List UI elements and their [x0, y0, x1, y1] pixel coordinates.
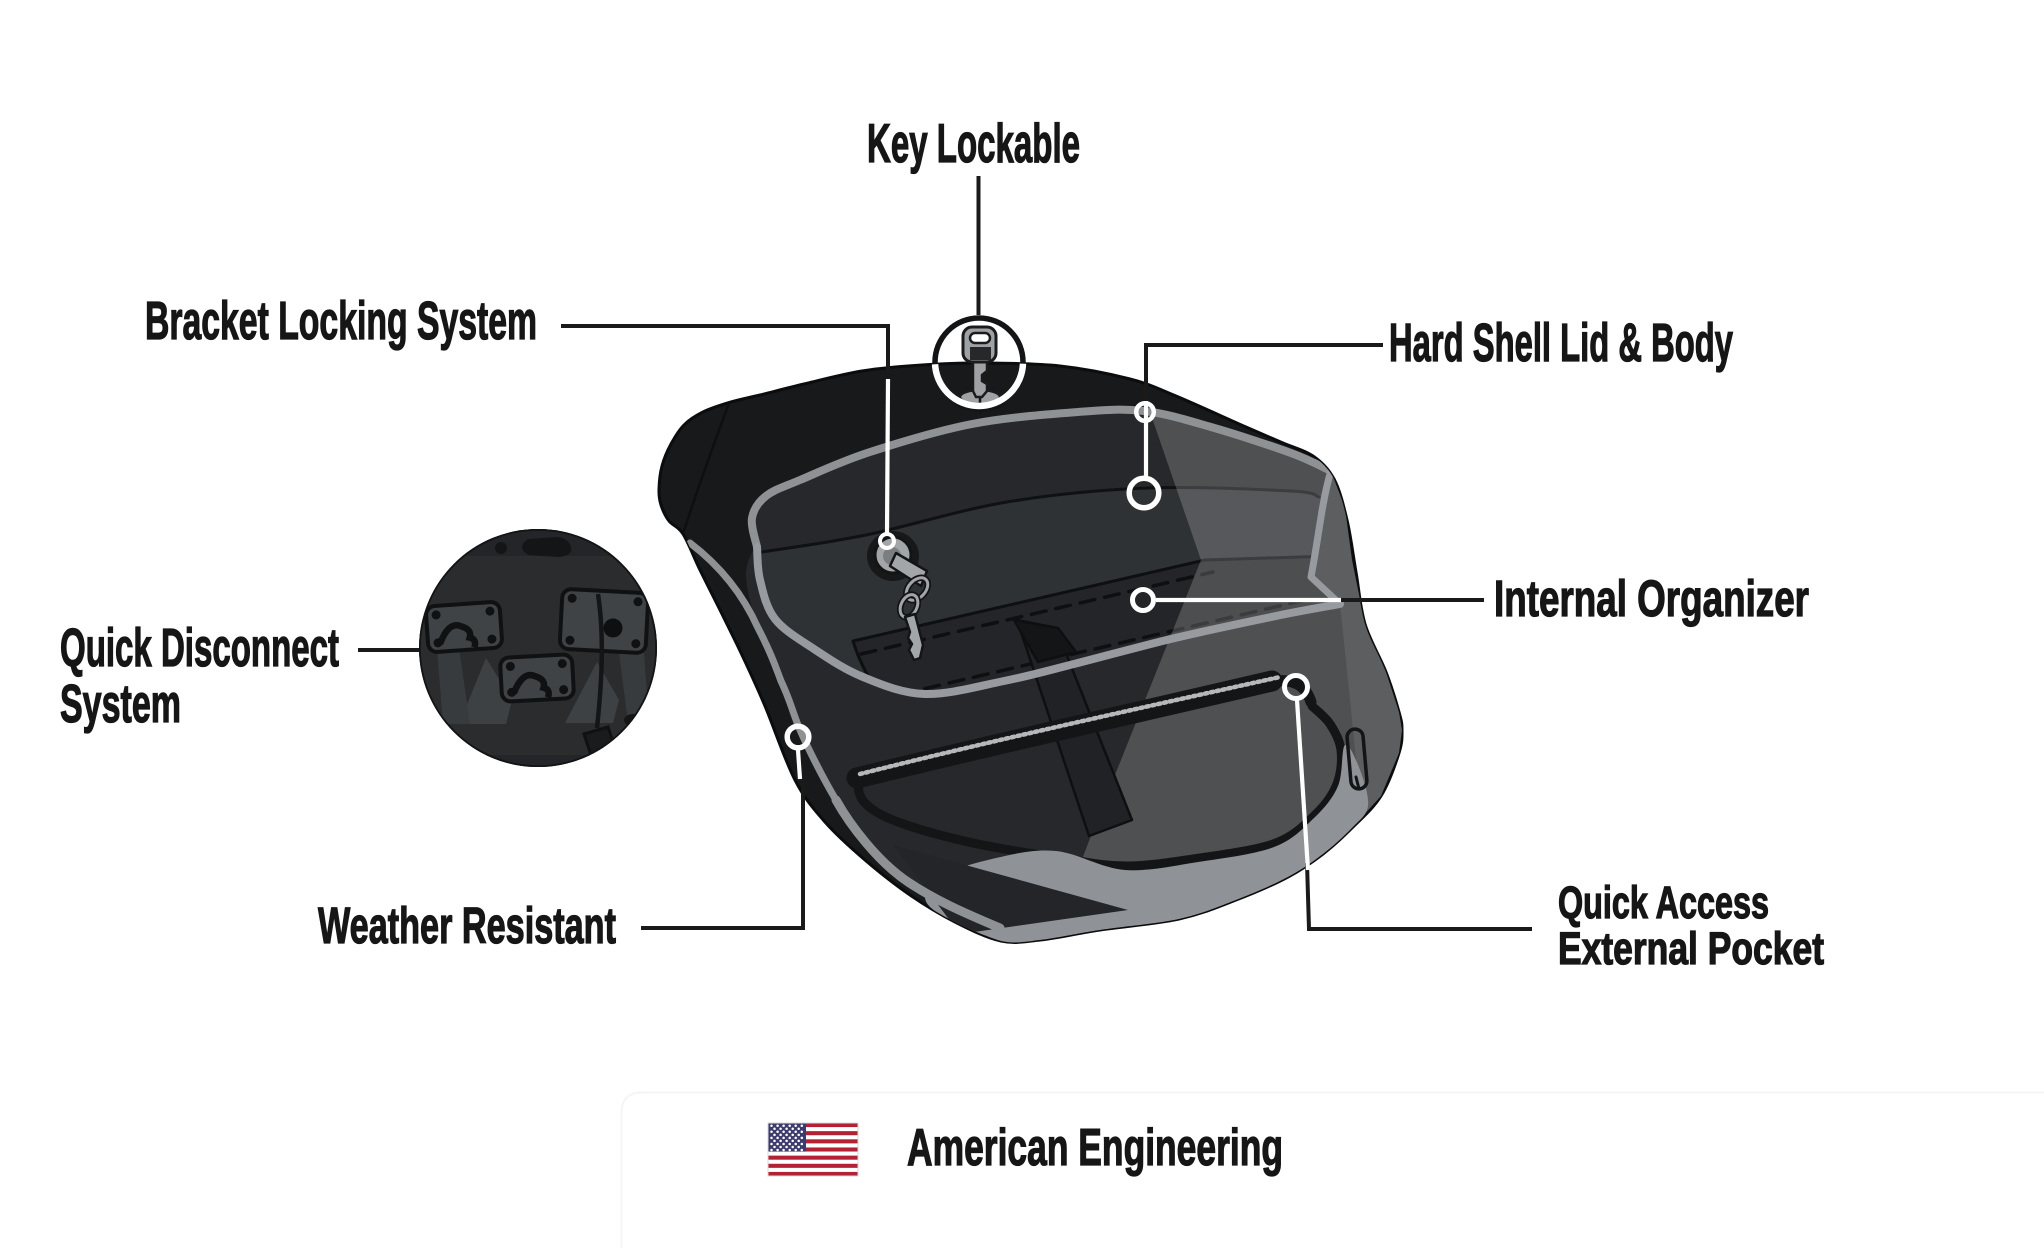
svg-text:Internal Organizer: Internal Organizer: [1494, 570, 1809, 627]
svg-text:Quick Access: Quick Access: [1558, 877, 1769, 928]
svg-text:American Engineering: American Engineering: [907, 1119, 1283, 1177]
svg-text:External Pocket: External Pocket: [1558, 923, 1824, 974]
svg-text:Key Lockable: Key Lockable: [867, 112, 1080, 174]
svg-text:System: System: [60, 674, 181, 734]
svg-text:Weather Resistant: Weather Resistant: [318, 897, 616, 954]
svg-text:Quick Disconnect: Quick Disconnect: [60, 618, 339, 678]
svg-text:Hard Shell Lid & Body: Hard Shell Lid & Body: [1389, 313, 1733, 373]
svg-text:Bracket Locking System: Bracket Locking System: [145, 291, 537, 351]
